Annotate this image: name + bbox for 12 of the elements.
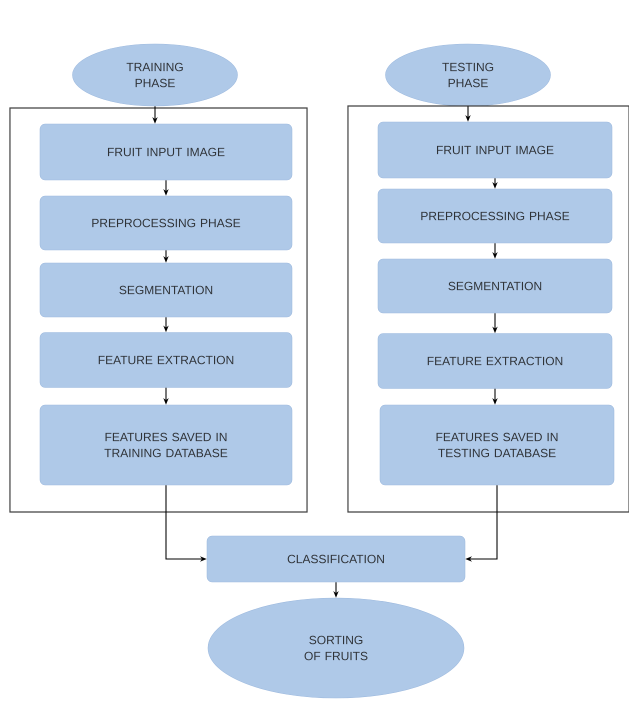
process-box: FRUIT INPUT IMAGE <box>378 122 612 178</box>
process-box: PREPROCESSING PHASE <box>378 188 612 244</box>
process-box: SEGMENTATION <box>378 258 612 314</box>
process-box: FRUIT INPUT IMAGE <box>40 124 292 180</box>
process-box: FEATURE EXTRACTION <box>40 332 292 388</box>
panel-frame <box>9 107 308 513</box>
process-box: FEATURE EXTRACTION <box>378 333 612 389</box>
process-box: PREPROCESSING PHASE <box>40 196 292 250</box>
process-box: SEGMENTATION <box>40 262 292 318</box>
process-box: FEATURES SAVED IN TRAINING DATABASE <box>40 404 292 486</box>
process-box: FEATURES SAVED IN TESTING DATABASE <box>380 404 614 486</box>
process-box: CLASSIFICATION <box>206 536 466 582</box>
